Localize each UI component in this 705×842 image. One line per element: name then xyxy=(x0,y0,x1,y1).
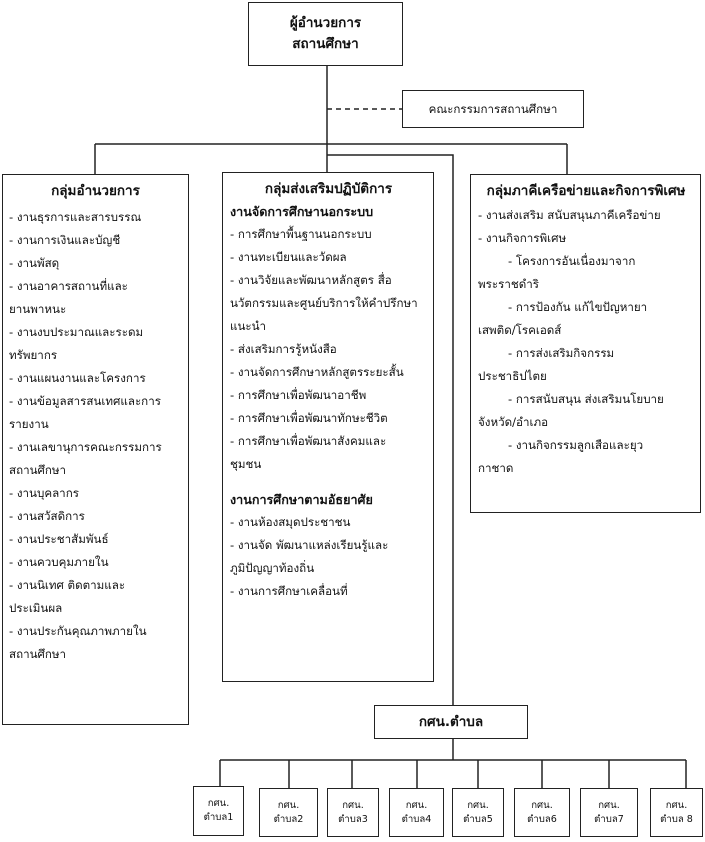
network-item: พระราชดำริ xyxy=(478,277,539,291)
district-center-label: กศน.ตำบล xyxy=(418,713,484,730)
admin-item: - งานประกันคุณภาพภายใน xyxy=(9,624,147,638)
informal-item-list: - งานห้องสมุดประชาชน - งานจัด พัฒนาแหล่ง… xyxy=(230,511,427,603)
admin-item: - งานธุรการและสารบรรณ xyxy=(9,210,142,224)
network-group-box: กลุ่มภาคีเครือข่ายและกิจการพิเศษ - งานส่… xyxy=(470,174,701,513)
network-item: จังหวัด/อำเภอ xyxy=(478,415,549,429)
subdistrict-line-2: ตำบล4 xyxy=(401,813,432,825)
admin-item: ยานพาหนะ xyxy=(9,302,67,316)
network-item: กาชาด xyxy=(478,461,514,475)
practice-group-box: กลุ่มส่งเสริมปฏิบัติการ งานจัดการศึกษานอ… xyxy=(222,172,434,682)
nonformal-item: - การศึกษาเพื่อพัฒนาอาชีพ xyxy=(230,388,367,402)
subdistrict-box-5: กศน. ตำบล5 xyxy=(452,788,504,837)
admin-item: - งานการเงินและบัญชี xyxy=(9,233,121,247)
admin-item: - งานสวัสดิการ xyxy=(9,509,85,523)
admin-item: - งานเลขานุการคณะกรรมการ xyxy=(9,440,162,454)
subdistrict-line-2: ตำบล3 xyxy=(338,813,368,825)
network-subitem: - การป้องกัน แก้ไขปัญหายา xyxy=(508,300,648,314)
admin-item: - งานประชาสัมพันธ์ xyxy=(9,532,109,546)
subdistrict-line-2: ตำบล1 xyxy=(203,812,234,823)
nonformal-item-list: - การศึกษาพื้นฐานนอกระบบ - งานทะเบียนและ… xyxy=(230,223,427,476)
network-item-list: - งานส่งเสริม สนับสนุนภาคีเครือข่าย - งา… xyxy=(478,204,694,480)
admin-item: - งานบุคลากร xyxy=(9,486,79,500)
admin-item: สถานศึกษา xyxy=(9,647,67,661)
nonformal-item: - งานทะเบียนและวัดผล xyxy=(230,250,347,264)
subdistrict-line-2: ตำบล7 xyxy=(594,813,624,825)
subdistrict-line-1: กศน. xyxy=(342,799,364,811)
admin-item: ประเมินผล xyxy=(9,601,63,615)
subdistrict-box-6: กศน. ตำบล6 xyxy=(514,788,570,837)
nonformal-item: - การศึกษาเพื่อพัฒนาทักษะชีวิต xyxy=(230,411,388,425)
admin-item: รายงาน xyxy=(9,417,49,431)
admin-item: - งานพัสดุ xyxy=(9,256,60,270)
admin-item: - งานข้อมูลสารสนเทศและการ xyxy=(9,394,161,408)
network-item: ประชาธิปไตย xyxy=(478,369,547,383)
district-center-box: กศน.ตำบล xyxy=(374,705,528,739)
nonformal-item: - ส่งเสริมการรู้หนังสือ xyxy=(230,342,337,356)
subdistrict-line-1: กศน. xyxy=(598,799,620,811)
subdistrict-line-2: ตำบล6 xyxy=(527,813,557,825)
network-item: เสพติด/โรคเอดส์ xyxy=(478,323,562,337)
informal-item: - งานการศึกษาเคลื่อนที่ xyxy=(230,584,348,598)
district-feed-line xyxy=(327,154,454,705)
admin-item-list: - งานธุรการและสารบรรณ - งานการเงินและบัญ… xyxy=(9,206,182,666)
network-subitem: - โครงการอันเนื่องมาจาก xyxy=(508,254,636,268)
subdistrict-box-3: กศน. ตำบล3 xyxy=(327,788,379,837)
admin-item: สถานศึกษา xyxy=(9,463,67,477)
subdistrict-box-1: กศน. ตำบล1 xyxy=(193,786,244,836)
committee-box: คณะกรรมการสถานศึกษา xyxy=(402,90,584,128)
committee-label: คณะกรรมการสถานศึกษา xyxy=(428,101,558,116)
subdistrict-line-1: กศน. xyxy=(207,798,230,809)
nonformal-item: - การศึกษาพื้นฐานนอกระบบ xyxy=(230,227,372,241)
admin-item: - งานอาคารสถานที่และ xyxy=(9,279,128,293)
section-spacer xyxy=(230,476,427,488)
director-line-1: ผู้อำนวยการ xyxy=(289,15,362,31)
subdistrict-line-1: กศน. xyxy=(405,799,428,811)
admin-item: - งานแผนงานและโครงการ xyxy=(9,371,146,385)
admin-group-box: กลุ่มอำนวยการ - งานธุรการและสารบรรณ - งา… xyxy=(2,174,189,725)
nonformal-item: นวัตกรรมและศูนย์บริการให้คำปรึกษา xyxy=(230,296,418,310)
admin-group-title: กลุ่มอำนวยการ xyxy=(51,183,140,199)
nonformal-section-title: งานจัดการศึกษานอกระบบ xyxy=(230,204,374,219)
subdistrict-line-1: กศน. xyxy=(277,799,300,811)
practice-group-title: กลุ่มส่งเสริมปฏิบัติการ xyxy=(264,181,393,197)
subdistrict-box-4: กศน. ตำบล4 xyxy=(389,788,444,837)
nonformal-item: - งานจัดการศึกษาหลักสูตรระยะสั้น xyxy=(230,365,404,379)
nonformal-item: - การศึกษาเพื่อพัฒนาสังคมและ xyxy=(230,434,387,448)
network-group-title: กลุ่มภาคีเครือข่ายและกิจการพิเศษ xyxy=(486,183,686,199)
network-subitem: - งานกิจกรรมลูกเสือและยุว xyxy=(508,438,644,452)
network-subitem: - การส่งเสริมกิจกรรม xyxy=(508,346,615,360)
nonformal-item: - งานวิจัยและพัฒนาหลักสูตร สื่อ xyxy=(230,273,392,287)
subdistrict-line-1: กศน. xyxy=(665,799,688,811)
informal-item: - งานห้องสมุดประชาชน xyxy=(230,515,351,529)
admin-item: - งานงบประมาณและระดม xyxy=(9,325,144,339)
director-box: ผู้อำนวยการ สถานศึกษา xyxy=(248,2,403,66)
network-item: - งานกิจการพิเศษ xyxy=(478,231,567,245)
subdistrict-line-2: ตำบล5 xyxy=(463,813,493,825)
informal-item: ภูมิปัญญาท้องถิ่น xyxy=(230,561,315,575)
subdistrict-box-8: กศน. ตำบล 8 xyxy=(650,788,703,837)
subdistrict-line-2: ตำบล2 xyxy=(273,813,304,825)
subdistrict-line-2: ตำบล 8 xyxy=(660,813,693,825)
admin-item: ทรัพยากร xyxy=(9,348,58,362)
subdistrict-line-1: กศน. xyxy=(467,799,489,811)
informal-section-title: งานการศึกษาตามอัธยาศัย xyxy=(230,492,373,507)
network-item: - งานส่งเสริม สนับสนุนภาคีเครือข่าย xyxy=(478,208,661,222)
nonformal-item: แนะนำ xyxy=(230,319,267,333)
informal-item: - งานจัด พัฒนาแหล่งเรียนรู้และ xyxy=(230,538,389,552)
director-line-2: สถานศึกษา xyxy=(292,36,359,52)
subdistrict-box-2: กศน. ตำบล2 xyxy=(259,788,318,837)
subdistrict-line-1: กศน. xyxy=(531,799,553,811)
nonformal-item: ชุมชน xyxy=(230,457,262,471)
subdistrict-box-7: กศน. ตำบล7 xyxy=(580,788,638,837)
network-subitem: - การสนับสนุน ส่งเสริมนโยบาย xyxy=(508,392,664,406)
admin-item: - งานควบคุมภายใน xyxy=(9,555,109,569)
admin-item: - งานนิเทศ ติดตามและ xyxy=(9,578,126,592)
